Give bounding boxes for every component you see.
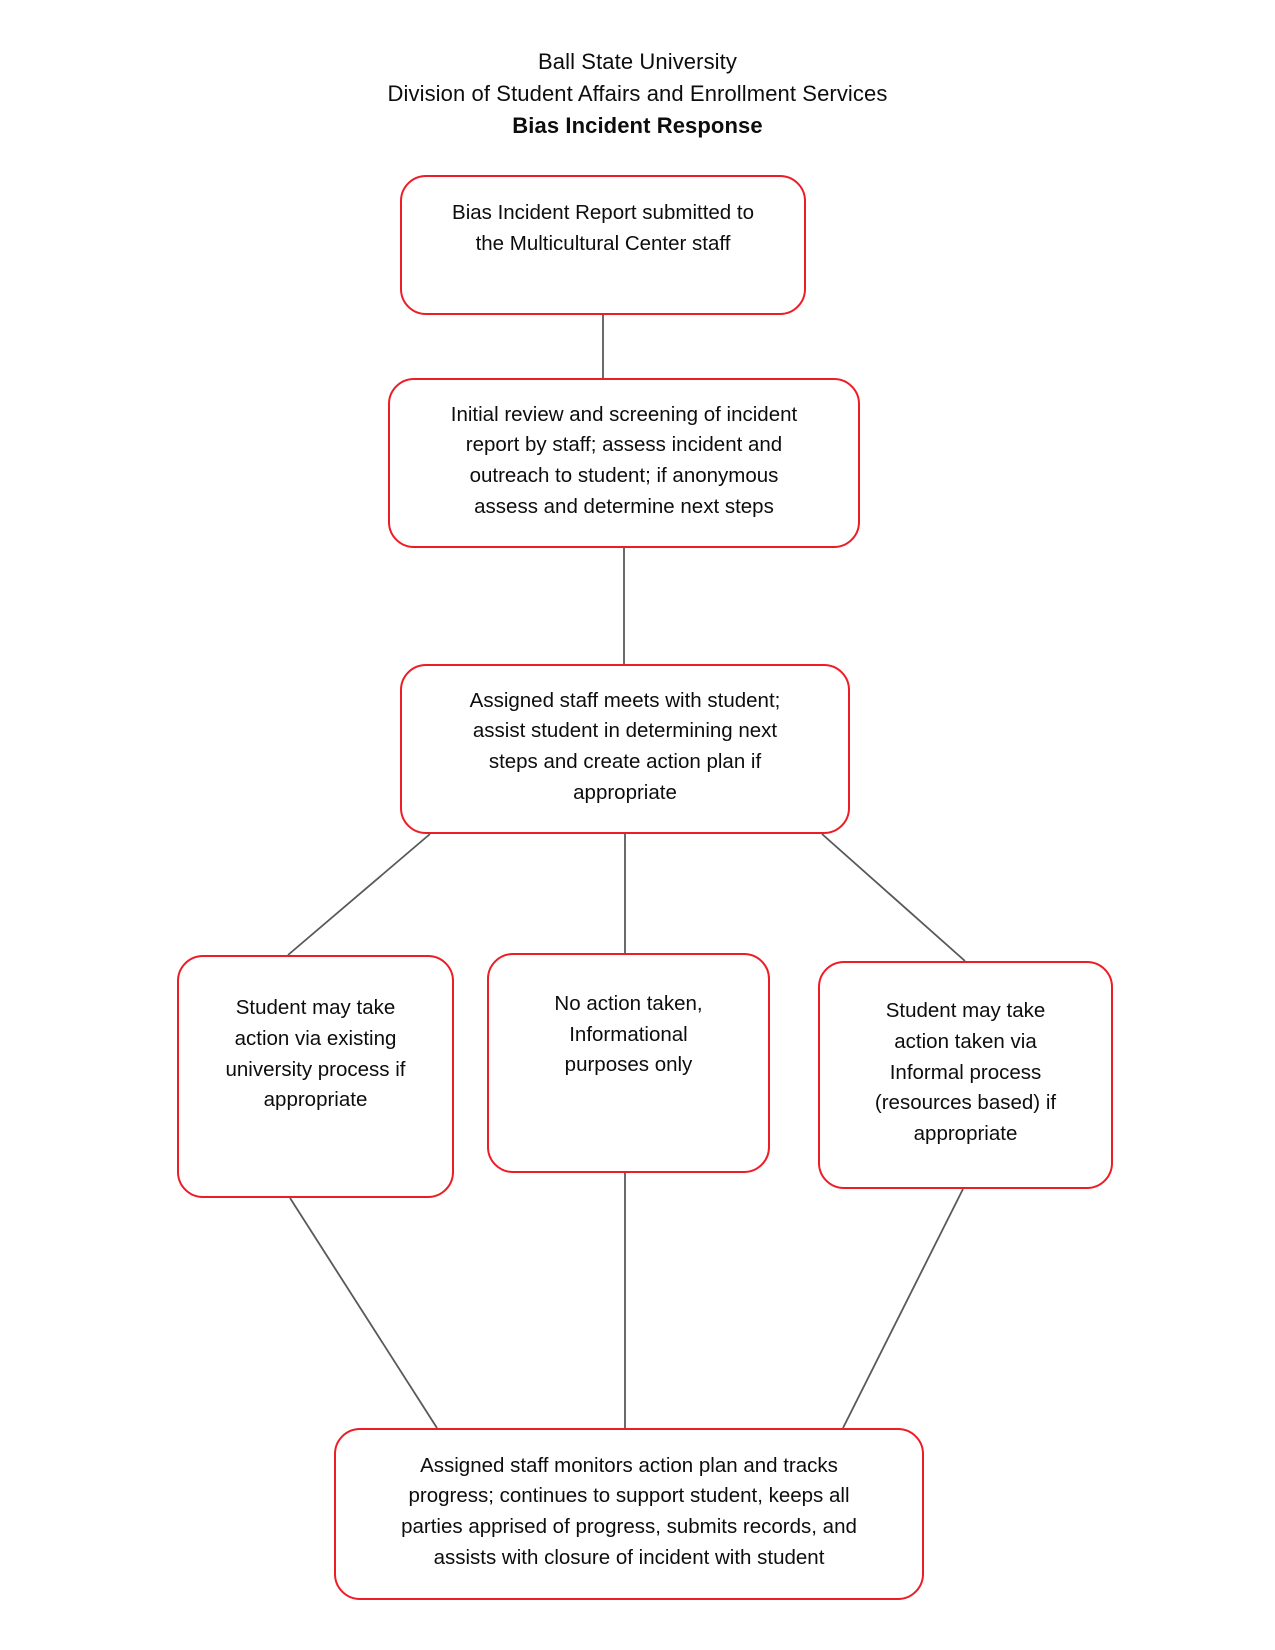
flow-node-staff-meets-student[interactable]: Assigned staff meets with student; assis… <box>400 664 850 834</box>
edge-meets-to-existing <box>287 833 431 956</box>
flow-node-informal-process[interactable]: Student may take action taken via Inform… <box>818 961 1113 1189</box>
page-title: Ball State University Division of Studen… <box>0 46 1275 142</box>
edge-informal-to-monitor <box>842 1188 964 1429</box>
flow-node-label: Student may take action taken via Inform… <box>874 999 1057 1146</box>
flow-node-label: Assigned staff monitors action plan and … <box>401 1453 857 1569</box>
flow-node-no-action-taken[interactable]: No action taken, Informational purposes … <box>487 953 770 1173</box>
title-line-subject: Bias Incident Response <box>512 112 763 138</box>
edge-meets-to-informal <box>821 833 966 962</box>
title-line-division: Division of Student Affairs and Enrollme… <box>387 80 888 106</box>
flow-node-initial-review[interactable]: Initial review and screening of incident… <box>388 378 860 548</box>
flow-node-label: Student may take action via existing uni… <box>225 996 406 1112</box>
flow-node-label: No action taken, Informational purposes … <box>554 991 703 1077</box>
flow-node-label: Assigned staff meets with student; assis… <box>469 688 781 804</box>
flow-node-label: Initial review and screening of incident… <box>450 402 798 518</box>
flow-node-existing-university-process[interactable]: Student may take action via existing uni… <box>177 955 454 1198</box>
flow-node-monitor-action-plan[interactable]: Assigned staff monitors action plan and … <box>334 1428 924 1600</box>
flow-node-label: Bias Incident Report submitted to the Mu… <box>452 201 754 255</box>
edge-existing-to-monitor <box>289 1197 438 1429</box>
title-line-university: Ball State University <box>538 49 737 74</box>
flow-node-bias-incident-report[interactable]: Bias Incident Report submitted to the Mu… <box>400 175 806 315</box>
